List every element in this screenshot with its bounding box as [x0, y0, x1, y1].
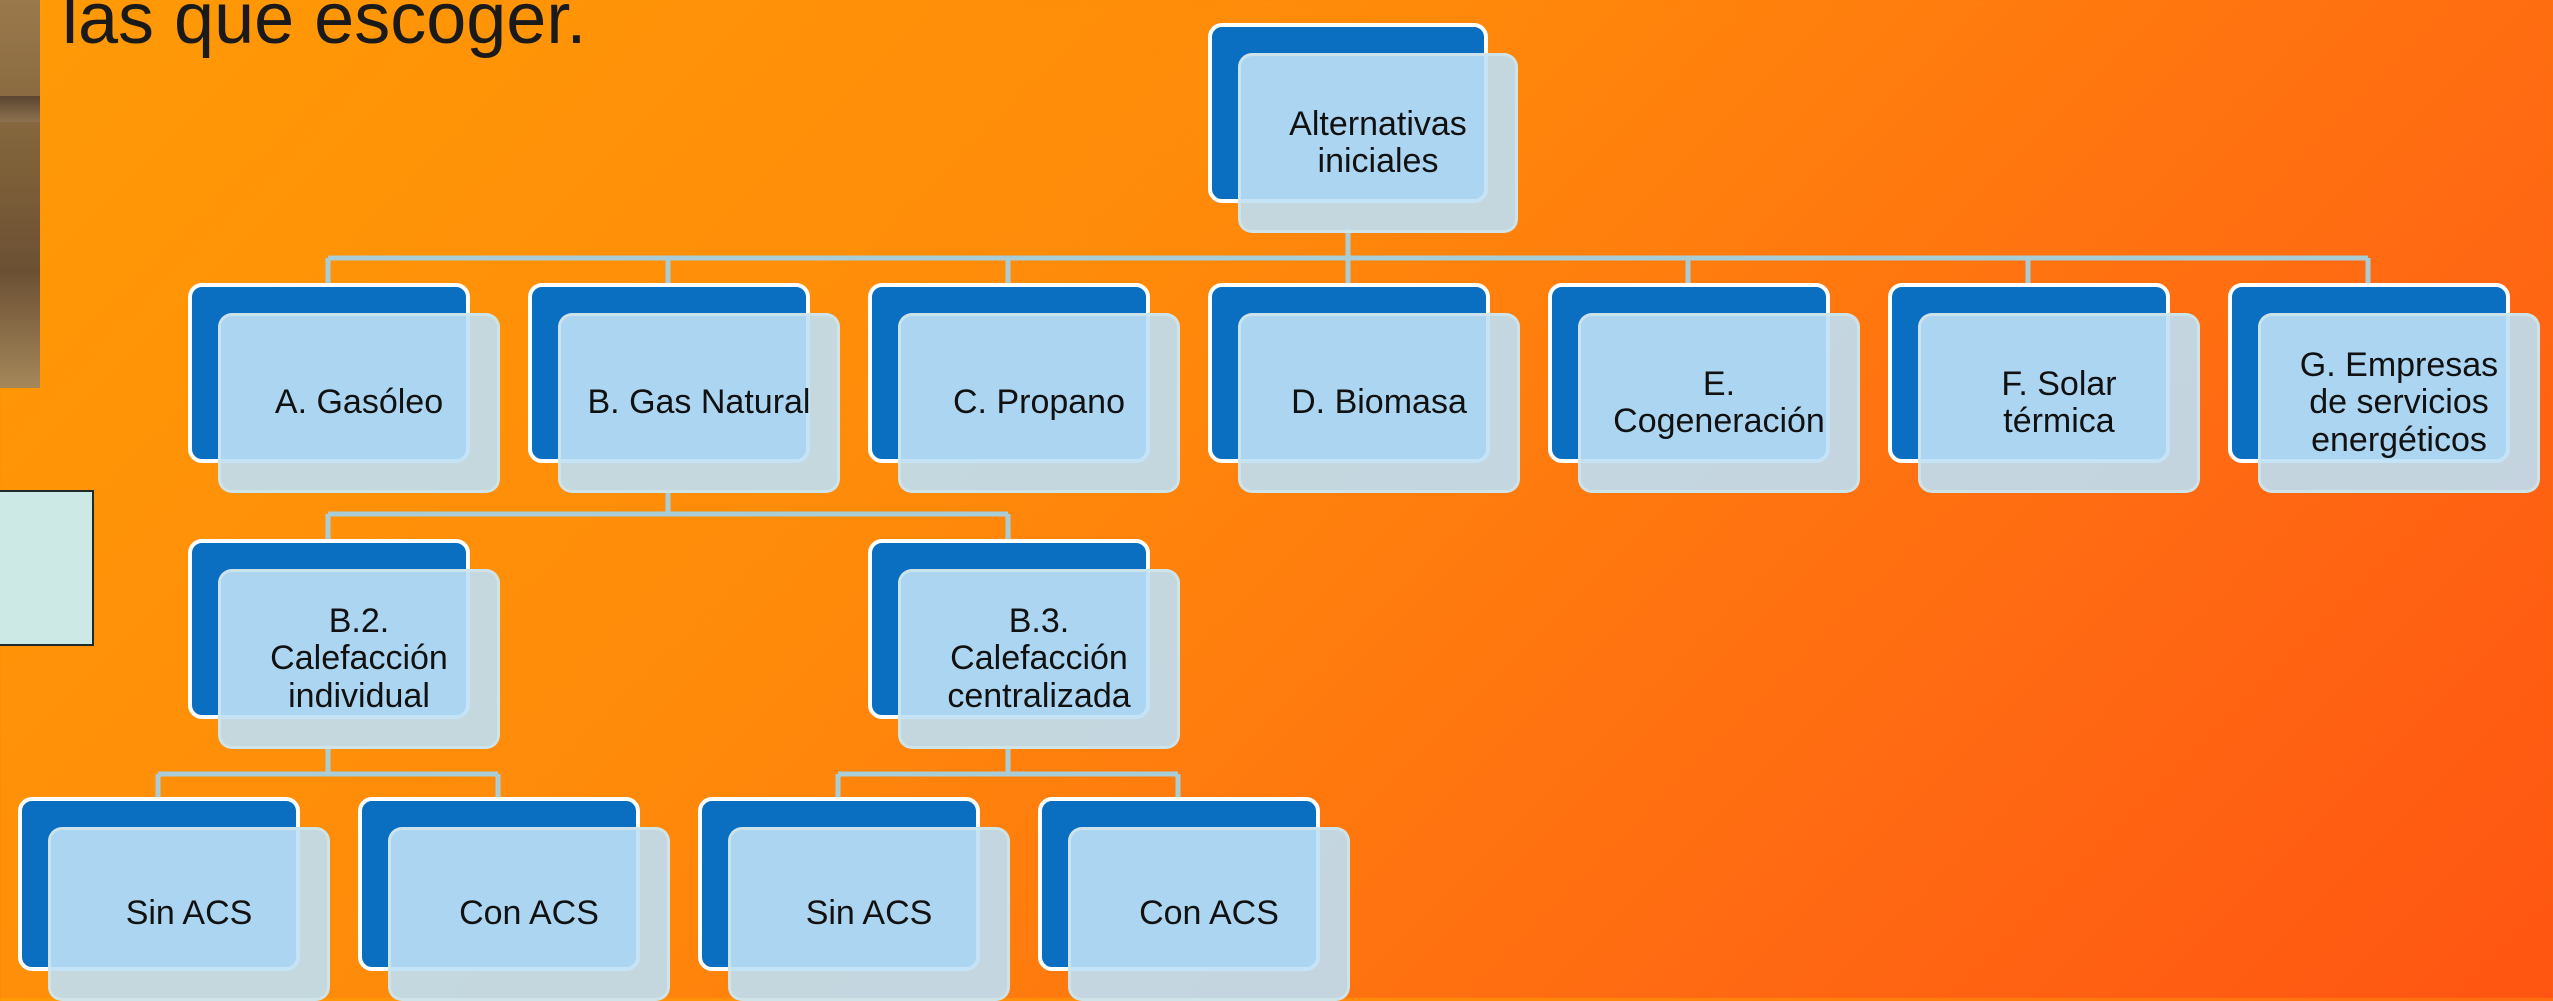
node-front: G. Empresas de servicios energéticos — [2258, 313, 2540, 493]
node-label: Sin ACS — [125, 894, 253, 933]
node-label: B. Gas Natural — [587, 383, 811, 422]
node-calefaccion-centralizada: B.3. Calefacción centralizada — [868, 539, 1180, 749]
node-front: B. Gas Natural — [558, 313, 840, 493]
node-gas-natural: B. Gas Natural — [528, 283, 840, 493]
node-label: E. Cogeneración — [1613, 364, 1825, 440]
node-front: D. Biomasa — [1238, 313, 1520, 493]
node-propano: C. Propano — [868, 283, 1180, 493]
node-label: D. Biomasa — [1291, 383, 1467, 422]
node-label: Con ACS — [1139, 894, 1279, 933]
node-label: C. Propano — [953, 383, 1125, 422]
node-label: B.3. Calefacción centralizada — [947, 601, 1131, 715]
node-label: F. Solar térmica — [2001, 364, 2117, 440]
connector-b2 — [155, 747, 501, 799]
node-alternativas-iniciales: Alternativas iniciales — [1208, 23, 1518, 233]
node-b2-con-acs: Con ACS — [358, 797, 670, 1001]
node-front: F. Solar térmica — [1918, 313, 2200, 493]
node-solar-termica: F. Solar térmica — [1888, 283, 2200, 493]
background-photo — [0, 0, 40, 388]
node-cogeneracion: E. Cogeneración — [1548, 283, 1860, 493]
node-front: B.2. Calefacción individual — [218, 569, 500, 749]
node-label: G. Empresas de servicios energéticos — [2299, 345, 2499, 459]
node-label: A. Gasóleo — [274, 383, 444, 422]
node-front: E. Cogeneración — [1578, 313, 1860, 493]
node-b3-sin-acs: Sin ACS — [698, 797, 1010, 1001]
node-front: B.3. Calefacción centralizada — [898, 569, 1180, 749]
node-biomasa: D. Biomasa — [1208, 283, 1520, 493]
node-empresas-servicios-energeticos: G. Empresas de servicios energéticos — [2228, 283, 2540, 493]
node-label: Alternativas iniciales — [1289, 104, 1467, 180]
node-front: Sin ACS — [48, 827, 330, 1001]
node-gasoleo: A. Gasóleo — [188, 283, 500, 493]
slide-title: las que escoger. — [62, 0, 587, 59]
node-front: Sin ACS — [728, 827, 1010, 1001]
node-b2-sin-acs: Sin ACS — [18, 797, 330, 1001]
side-decoration-box — [0, 490, 94, 646]
node-b3-con-acs: Con ACS — [1038, 797, 1350, 1001]
connector-b3 — [835, 747, 1181, 799]
node-front: A. Gasóleo — [218, 313, 500, 493]
node-front: Con ACS — [388, 827, 670, 1001]
node-calefaccion-individual: B.2. Calefacción individual — [188, 539, 500, 749]
node-label: Con ACS — [459, 894, 599, 933]
node-label: Sin ACS — [805, 894, 933, 933]
node-label: B.2. Calefacción individual — [270, 601, 448, 715]
node-front: C. Propano — [898, 313, 1180, 493]
connector-b — [325, 490, 1011, 541]
node-front: Con ACS — [1068, 827, 1350, 1001]
node-front: Alternativas iniciales — [1238, 53, 1518, 233]
